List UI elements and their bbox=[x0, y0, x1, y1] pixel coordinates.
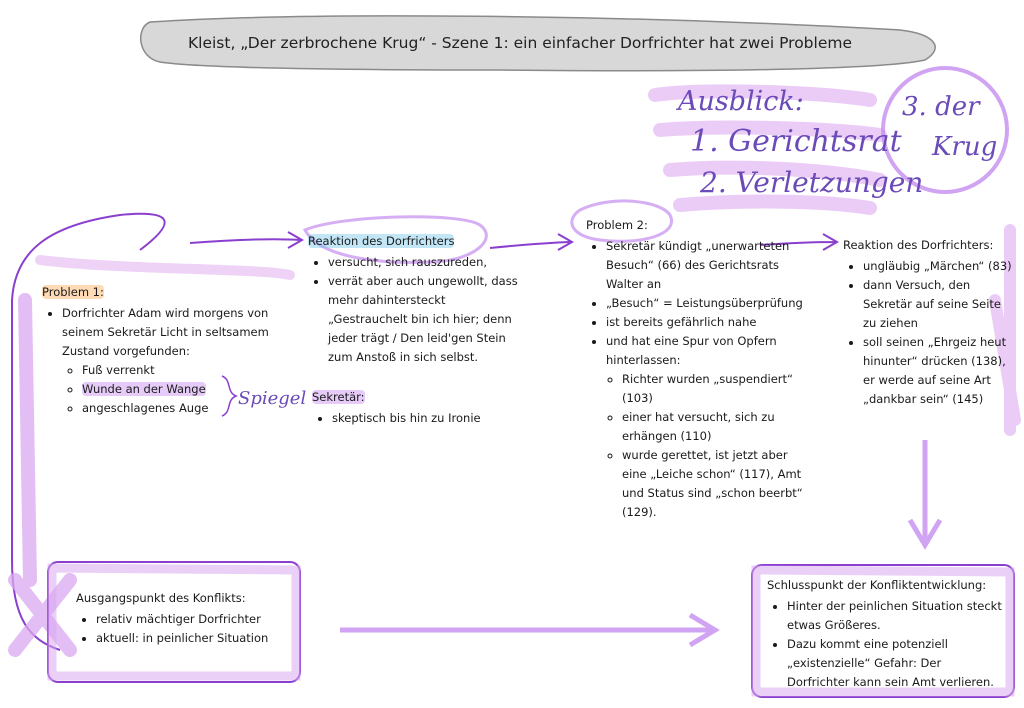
problem2-box: Problem 2: Sekretär kündigt „unerwartete… bbox=[586, 216, 804, 522]
sekretaer-item: skeptisch bis hin zu Ironie bbox=[332, 409, 512, 428]
ausblick-item-2: 2. Verletzungen bbox=[700, 166, 924, 199]
problem1-box: Problem 1: Dorfrichter Adam wird morgens… bbox=[42, 283, 282, 418]
schluss-item: Hinter der peinlichen Situation steckt e… bbox=[787, 597, 1007, 635]
problem2-item: „Besuch“ = Leistungsüberprüfung bbox=[606, 294, 804, 313]
arrow-bottom bbox=[340, 612, 720, 648]
problem2-item: und hat eine Spur von Opfern hinterlasse… bbox=[606, 332, 804, 370]
schluss-item: Dazu kommt eine potenziell „existenziell… bbox=[787, 635, 1007, 692]
sekretaer-box: Sekretär: skeptisch bis hin zu Ironie bbox=[312, 388, 512, 428]
ausblick-item-1: 1. Gerichtsrat bbox=[690, 124, 902, 159]
schluss-box: Schlusspunkt der Konfliktentwicklung: Hi… bbox=[767, 576, 1007, 692]
p1-marker bbox=[35, 255, 295, 280]
ausblick-heading: Ausblick: bbox=[678, 86, 804, 117]
problem2-sub-item: wurde gerettet, ist jetzt aber eine „Lei… bbox=[622, 446, 804, 522]
arrow-1 bbox=[189, 231, 305, 249]
problem2-heading: Problem 2: bbox=[586, 218, 648, 232]
problem2-item: ist bereits gefährlich nahe bbox=[606, 313, 804, 332]
problem1-sub-item: Fuß verrenkt bbox=[82, 361, 282, 380]
reaktion2-item: dann Versuch, den Sekretär auf seine Sei… bbox=[863, 276, 1015, 333]
reaktion2-heading: Reaktion des Dorfrichters: bbox=[843, 238, 994, 252]
schluss-heading: Schlusspunkt der Konfliktentwicklung: bbox=[767, 578, 987, 592]
ausblick-item-3b: Krug bbox=[932, 132, 998, 162]
reaktion1-item: verrät aber auch ungewollt, dass mehr da… bbox=[328, 272, 523, 367]
problem1-sub-item: angeschlagenes Auge bbox=[82, 399, 282, 418]
sekretaer-heading: Sekretär: bbox=[312, 390, 365, 404]
page-title: Kleist, „Der zerbrochene Krug“ - Szene 1… bbox=[187, 34, 853, 52]
problem2-item: Sekretär kündigt „unerwarteten Besuch“ (… bbox=[606, 237, 804, 294]
problem1-text: Dorfrichter Adam wird morgens von seinem… bbox=[62, 304, 282, 361]
reaktion1-heading: Reaktion des Dorfrichters bbox=[308, 234, 455, 248]
ausgang-item: relativ mächtiger Dorfrichter bbox=[96, 610, 291, 629]
reaktion1-item: versucht, sich rauszureden, bbox=[328, 253, 523, 272]
problem2-sub-item: einer hat versucht, sich zu erhängen (11… bbox=[622, 408, 804, 446]
arrow-down bbox=[907, 440, 943, 550]
left-loop bbox=[11, 212, 166, 651]
reaktion1-box: Reaktion des Dorfrichters versucht, sich… bbox=[308, 232, 523, 367]
problem2-sub-item: Richter wurden „suspendiert“ (103) bbox=[622, 370, 804, 408]
problem1-heading: Problem 1: bbox=[42, 285, 104, 299]
reaktion2-item: ungläubig „Märchen“ (83) bbox=[863, 257, 1015, 276]
problem1-sub-item: Wunde an der Wange bbox=[82, 382, 206, 396]
ausblick-item-3a: 3. der bbox=[902, 92, 980, 122]
ausgang-item: aktuell: in peinlicher Situation bbox=[96, 629, 291, 648]
reaktion2-box: Reaktion des Dorfrichters: ungläubig „Mä… bbox=[843, 236, 1015, 409]
spiegel-note: Spiegel bbox=[238, 388, 307, 409]
ausgang-box: Ausgangspunkt des Konflikts: relativ mäc… bbox=[76, 589, 291, 648]
reaktion2-item: soll seinen „Ehrgeiz heut hinunter“ drüc… bbox=[863, 333, 1015, 409]
ausgang-heading: Ausgangspunkt des Konflikts: bbox=[76, 591, 246, 605]
